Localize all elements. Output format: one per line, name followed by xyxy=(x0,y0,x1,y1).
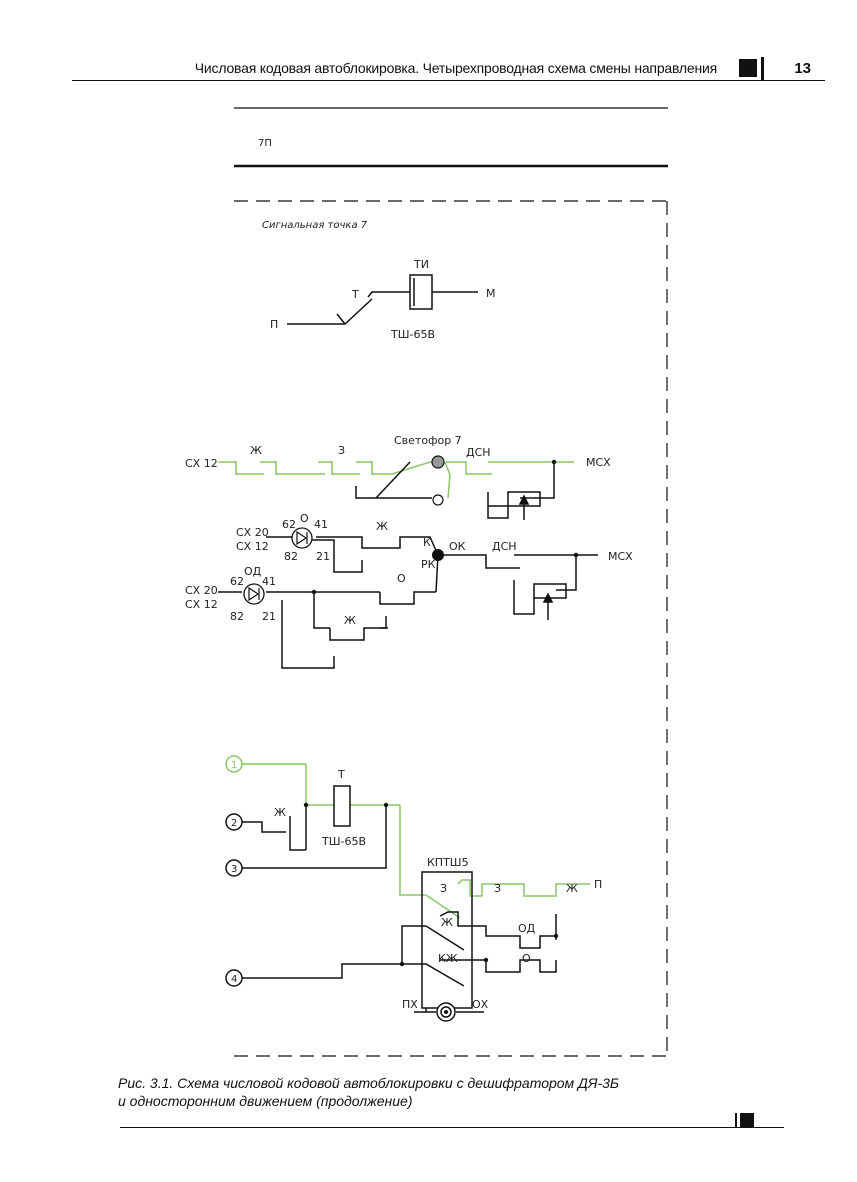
signal-lamp-dark xyxy=(432,494,444,506)
n0-a: О xyxy=(300,512,309,525)
ti-relay-circuit xyxy=(287,274,478,325)
header-title: Числовая кодовая автоблокировка. Четырех… xyxy=(194,60,717,76)
od-b-label: ОД xyxy=(244,565,262,578)
n82-b: 82 xyxy=(230,610,244,623)
ti-relay-type: ТШ-65В xyxy=(390,328,435,341)
ok-label: ОК xyxy=(449,540,466,553)
signal-lamp-circuit-black xyxy=(355,461,555,520)
z-in-label: З xyxy=(440,882,447,895)
terminal-1: 1 xyxy=(231,760,237,771)
terminal-4: 4 xyxy=(231,974,237,985)
zh-top-label: Ж xyxy=(250,444,262,457)
diode-b xyxy=(243,583,265,605)
rk-label: РК xyxy=(421,558,436,571)
o-label: О xyxy=(522,952,531,965)
kptsh-label: КПТШ5 xyxy=(427,856,469,869)
zh-out-label: Ж xyxy=(566,882,578,895)
msx-mid-label: МСХ xyxy=(608,550,633,563)
n41-b: 41 xyxy=(262,575,276,588)
header-block-marker xyxy=(739,59,757,77)
terminal-3: 3 xyxy=(231,864,237,875)
msx-top-label: МСХ xyxy=(586,456,611,469)
zh-in-label: Ж xyxy=(274,806,286,819)
px-label: ПХ xyxy=(402,998,418,1011)
t-relay-label: Т xyxy=(337,768,345,781)
n21-b: 21 xyxy=(262,610,276,623)
sx12-top-label: СХ 12 xyxy=(185,457,218,470)
junction-dot xyxy=(551,459,557,465)
n82-a: 82 xyxy=(284,550,298,563)
ti-contact-label: Т xyxy=(351,288,359,301)
z-top-label: З xyxy=(338,444,345,457)
ti-relay-label: ТИ xyxy=(413,258,429,271)
dsn-mid-label: ДСН xyxy=(492,540,517,553)
terminal-2: 2 xyxy=(231,818,237,829)
caption-line-2: и односторонним движением (продолжение) xyxy=(118,1093,413,1109)
k-label: К xyxy=(423,536,431,549)
kzh-label: КЖ xyxy=(438,952,458,965)
zh-low-label: Ж xyxy=(344,614,356,627)
n62-a: 62 xyxy=(282,518,296,531)
zone-title: Сигнальная точка 7 xyxy=(262,220,368,231)
diode-circuit-b xyxy=(218,554,439,669)
caption-line-1: Рис. 3.1. Схема числовой кодовой автобло… xyxy=(118,1075,619,1091)
zone-frame xyxy=(234,200,668,1057)
relay-circuit-black xyxy=(225,755,557,1013)
running-header: Числовая кодовая автоблокировка. Четырех… xyxy=(72,57,825,81)
t-relay-type: ТШ-65В xyxy=(321,835,366,848)
dsn-top-label: ДСН xyxy=(466,446,491,459)
diode-a xyxy=(291,527,313,549)
figure-caption: Рис. 3.1. Схема числовой кодовой автобло… xyxy=(118,1074,738,1110)
z-out-label: З xyxy=(494,882,501,895)
zh-k-label: Ж xyxy=(441,916,453,929)
signal-lamp-lit xyxy=(431,455,445,469)
ox-label: ОХ xyxy=(472,998,489,1011)
relay-circuit-green xyxy=(242,763,590,919)
ti-minus-label: М xyxy=(486,287,496,300)
p-out-label: П xyxy=(594,878,602,891)
n21-a: 21 xyxy=(316,550,330,563)
footer-rule xyxy=(120,1127,784,1128)
svetofor-label: Светофор 7 xyxy=(394,434,462,447)
sx20-b-label: СХ 20 xyxy=(185,584,218,597)
od-label: ОД xyxy=(518,922,536,935)
header-rule xyxy=(72,80,825,81)
n41-a: 41 xyxy=(314,518,328,531)
table-fragment: 7П xyxy=(234,107,668,168)
sx12-b-label: СХ 12 xyxy=(185,598,218,611)
ti-plus-label: П xyxy=(270,318,278,331)
page-number: 13 xyxy=(794,60,811,77)
footer-bar-marker xyxy=(735,1113,737,1127)
o-mid-label: О xyxy=(397,572,406,585)
sx20-a-label: СХ 20 xyxy=(236,526,269,539)
header-bar-marker xyxy=(761,57,764,81)
zh-mid-label: Ж xyxy=(376,520,388,533)
footer-block-marker xyxy=(740,1113,754,1127)
sx12-a-label: СХ 12 xyxy=(236,540,269,553)
signal-lamp-circuit-green xyxy=(218,461,574,499)
n62-b: 62 xyxy=(230,575,244,588)
table-cell-7p: 7П xyxy=(258,138,272,149)
